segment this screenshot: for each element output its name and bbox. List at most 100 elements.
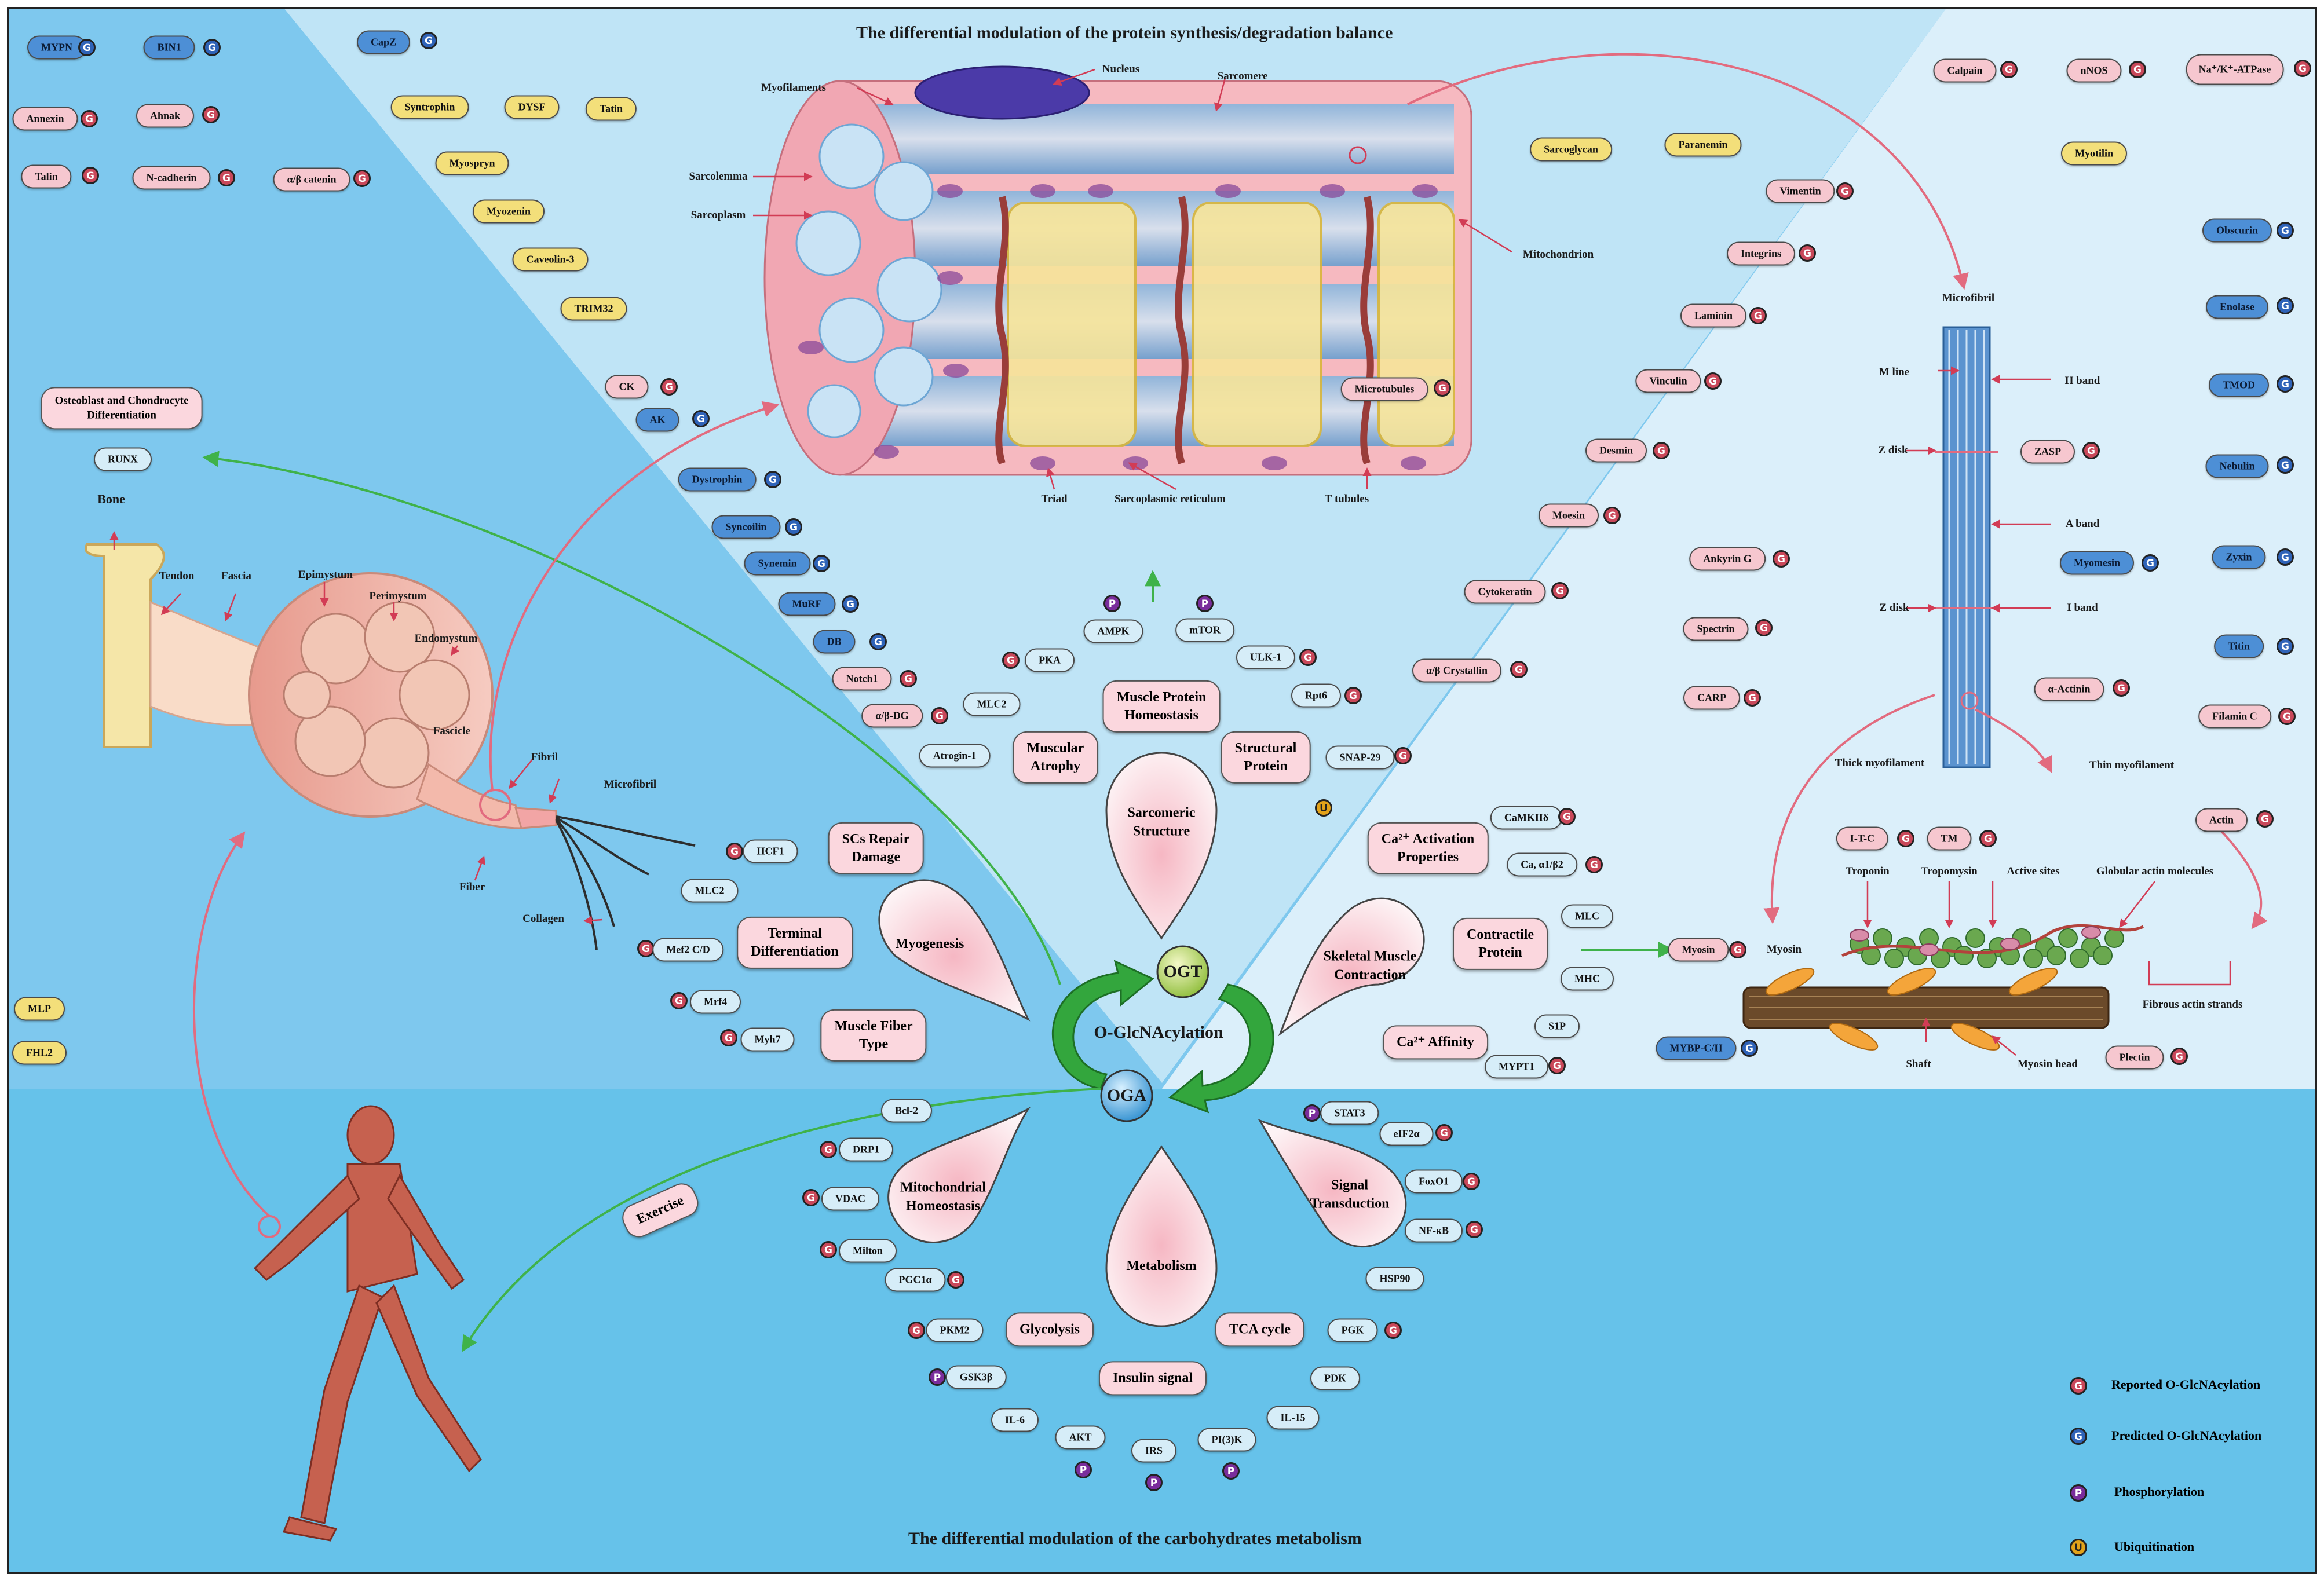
- petal-label-myogenesis: Myogenesis: [895, 936, 964, 951]
- protein-mef2: Mef2 C/D: [652, 938, 724, 962]
- reported-g-icon: G: [1729, 941, 1746, 958]
- protein-drp1: DRP1: [839, 1137, 893, 1162]
- protein-actin: Actin: [2195, 808, 2248, 832]
- label-thick-myofilament: Thick myofilament: [1835, 757, 1925, 769]
- label-microfibril-right: Microfibril: [1942, 292, 1995, 304]
- legend-predicted: Predicted O-GlcNAcylation: [2111, 1428, 2262, 1443]
- label-t-tubules: T tubules: [1324, 493, 1369, 505]
- reported-g-icon: G: [1558, 808, 1576, 825]
- label-nucleus: Nucleus: [1102, 63, 1140, 75]
- reported-g-icon: G: [670, 992, 688, 1009]
- protein-mlc2-a: MLC2: [963, 692, 1021, 716]
- protein-syncoilin: Syncoilin: [711, 515, 781, 539]
- label-h-band: H band: [2064, 375, 2100, 387]
- reported-g-icon: G: [1773, 550, 1790, 568]
- reported-g-icon: G: [720, 1029, 737, 1046]
- protein-moesin: Moesin: [1539, 503, 1599, 528]
- protein-caveolin: Caveolin-3: [512, 247, 589, 272]
- label-triad: Triad: [1041, 493, 1068, 505]
- protein-ck: CK: [605, 375, 649, 399]
- label-epimysium: Epimystum: [298, 569, 353, 581]
- box-glycolysis: Glycolysis: [1005, 1312, 1094, 1347]
- label-myofilaments: Myofilaments: [761, 82, 826, 94]
- phospho-p-icon: P: [1075, 1461, 1092, 1478]
- predicted-g-icon: G: [2277, 638, 2294, 655]
- protein-irs: IRS: [1131, 1439, 1177, 1463]
- reported-g-icon: G: [931, 707, 948, 724]
- protein-atrogin: Atrogin-1: [919, 744, 991, 768]
- reported-g-icon: G: [2170, 1048, 2188, 1065]
- protein-plectin: Plectin: [2105, 1045, 2164, 1070]
- reported-g-icon: G: [1585, 856, 1603, 873]
- protein-nfkb: NF-κB: [1405, 1218, 1463, 1243]
- reported-g-icon: G: [1299, 649, 1317, 666]
- petal-mito: [887, 1106, 1031, 1243]
- predicted-g-icon: G: [2277, 456, 2294, 474]
- protein-ak: AK: [635, 408, 679, 432]
- protein-nebulin: Nebulin: [2205, 454, 2269, 478]
- box-tca-cycle: TCA cycle: [1215, 1312, 1304, 1347]
- protein-zyxin: Zyxin: [2212, 545, 2266, 569]
- reported-g-icon: G: [1548, 1057, 1566, 1074]
- protein-calpain: Calpain: [1933, 58, 1997, 83]
- protein-mypn: MYPN: [27, 35, 86, 60]
- protein-eif2a: eIF2α: [1379, 1122, 1434, 1146]
- reported-g-icon: G: [1002, 652, 1020, 669]
- reported-g-icon: G: [900, 670, 917, 687]
- reported-g-icon: G: [1384, 1322, 1402, 1339]
- phospho-p-icon: P: [1145, 1474, 1163, 1491]
- ogt-node: OGT: [1163, 962, 1203, 981]
- reported-g-icon: G: [1704, 372, 1722, 390]
- protein-mlc2-b: MLC2: [681, 879, 739, 903]
- protein-spectrin: Spectrin: [1683, 617, 1749, 641]
- protein-titin: Titin: [2214, 634, 2264, 658]
- protein-annexin: Annexin: [12, 107, 78, 131]
- protein-pgc1a: PGC1α: [885, 1268, 946, 1292]
- label-z-disk-2: Z disk: [1879, 602, 1909, 614]
- protein-ncadherin: N-cadherin: [132, 166, 211, 190]
- oga-node: OGA: [1106, 1086, 1147, 1105]
- reported-g-icon: G: [802, 1189, 820, 1206]
- reported-g-icon: G: [218, 169, 235, 186]
- protein-itc: I-T-C: [1836, 826, 1889, 851]
- protein-myosin: Myosin: [1668, 938, 1729, 962]
- protein-mtor: mTOR: [1175, 618, 1234, 642]
- protein-mhc: MHC: [1561, 967, 1614, 991]
- protein-myospryn: Myospryn: [435, 151, 509, 175]
- reported-g-icon: G: [1435, 1124, 1453, 1141]
- legend-phospho-icon: P: [2070, 1484, 2087, 1502]
- protein-milton: Milton: [839, 1239, 897, 1263]
- protein-bin1: BIN1: [143, 35, 195, 60]
- petal-contraction: [1278, 897, 1425, 1037]
- label-shaft: Shaft: [1906, 1058, 1931, 1070]
- protein-myomesin: Myomesin: [2060, 551, 2134, 575]
- reported-g-icon: G: [1897, 830, 1914, 847]
- legend-ubiq-icon: U: [2070, 1539, 2087, 1556]
- label-tropomysin: Tropomysin: [1921, 865, 1978, 877]
- running-man-illustration: [253, 1105, 482, 1542]
- protein-abcatenin: α/β catenin: [273, 167, 350, 192]
- reported-g-icon: G: [1466, 1221, 1483, 1238]
- protein-mypt1: MYPT1: [1485, 1055, 1548, 1079]
- protein-vdac: VDAC: [821, 1187, 879, 1211]
- reported-g-icon: G: [1749, 307, 1767, 324]
- protein-tm: TM: [1927, 826, 1972, 851]
- label-sarcolemma: Sarcolemma: [689, 170, 748, 182]
- reported-g-icon: G: [1653, 442, 1670, 459]
- reported-g-icon: G: [1603, 507, 1621, 524]
- protein-aactinin: α-Actinin: [2034, 677, 2104, 701]
- protein-myozenin: Myozenin: [473, 199, 545, 224]
- reported-g-icon: G: [660, 378, 678, 396]
- reported-g-icon: G: [2113, 679, 2130, 697]
- phospho-p-icon: P: [1222, 1462, 1240, 1480]
- protein-abcrystallin: α/β Crystallin: [1412, 658, 1502, 683]
- reported-g-icon: G: [820, 1141, 837, 1158]
- predicted-g-icon: G: [869, 633, 887, 650]
- label-sarcoplasm: Sarcoplasm: [690, 209, 746, 221]
- label-fibrous-actin: Fibrous actin strands: [2142, 998, 2243, 1011]
